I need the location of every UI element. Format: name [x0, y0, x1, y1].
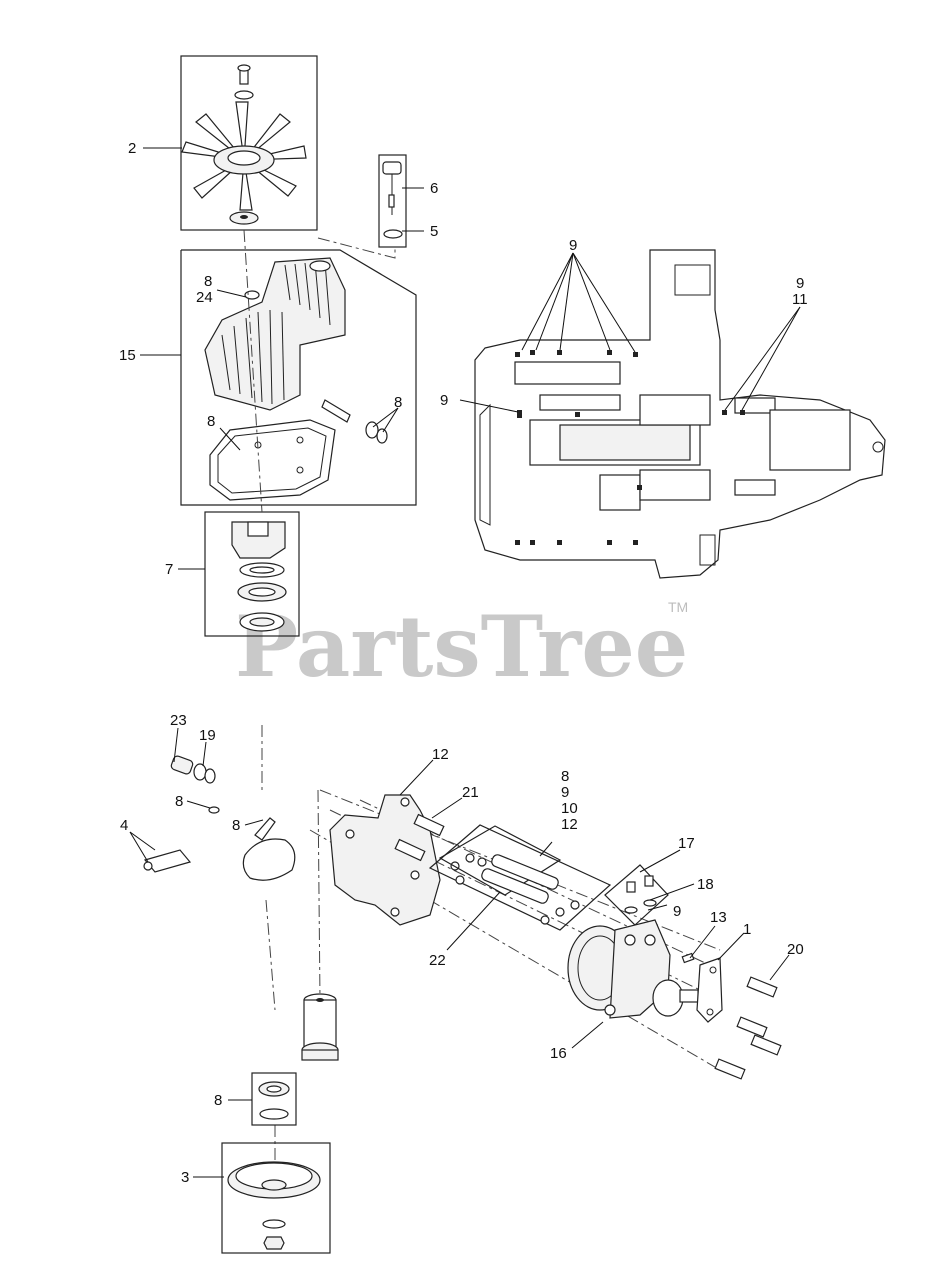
- callout-23: 23: [170, 712, 187, 729]
- callout-8a: 8: [204, 273, 212, 290]
- callout-8c: 8: [394, 394, 402, 411]
- callout-15: 15: [119, 347, 136, 364]
- callout-12a: 12: [432, 746, 449, 763]
- callout-20: 20: [787, 941, 804, 958]
- top-centerline: [243, 229, 263, 513]
- housing-assembly-box: [180, 249, 417, 506]
- filter-cylinder: [301, 993, 339, 1061]
- callout-6: 6: [430, 180, 438, 197]
- callout-7: 7: [165, 561, 173, 578]
- pulley-box: [221, 1142, 331, 1254]
- callout-9e: 9: [673, 903, 681, 920]
- bolt-washer-box: [604, 864, 669, 926]
- callout-9b: 9: [796, 275, 804, 292]
- callout-17: 17: [678, 835, 695, 852]
- callout-8b: 8: [207, 413, 215, 430]
- trademark-symbol: TM: [668, 599, 688, 615]
- callout-8g: 8: [214, 1092, 222, 1109]
- callout-16: 16: [550, 1045, 567, 1062]
- callout-22: 22: [429, 952, 446, 969]
- callout-9d: 9: [561, 784, 569, 801]
- callout-4: 4: [120, 817, 128, 834]
- callout-13: 13: [710, 909, 727, 926]
- callout-8d: 8: [175, 793, 183, 810]
- cooling-fins: [221, 261, 331, 405]
- lower-bearing-box: [251, 1072, 297, 1126]
- oring-gasket: [242, 817, 296, 881]
- callout-9c: 9: [440, 392, 448, 409]
- watermark-text: PartsTree: [235, 597, 688, 696]
- bearing-box: [204, 511, 300, 637]
- callout-labels: 2 6 5 8 24 15 8 8 7 9 9 11 9 23 19 8 4 8…: [119, 140, 808, 1186]
- callout-8e: 8: [232, 817, 240, 834]
- callout-1: 1: [743, 921, 751, 938]
- valve-fitting: [170, 755, 220, 814]
- transmission-cross-section: [474, 249, 886, 579]
- callout-9a: 9: [569, 237, 577, 254]
- callout-12b: 12: [561, 816, 578, 833]
- callout-5: 5: [430, 223, 438, 240]
- callout-8f: 8: [561, 768, 569, 785]
- key-plate-bolts: [681, 952, 782, 1080]
- pins-box: [428, 824, 612, 931]
- leader-lines: [129, 147, 801, 1178]
- callout-21: 21: [462, 784, 479, 801]
- callout-3: 3: [181, 1169, 189, 1186]
- callout-2: 2: [128, 140, 136, 157]
- callout-24: 24: [196, 289, 213, 306]
- pistons-box: [438, 825, 562, 904]
- callout-11: 11: [792, 291, 808, 308]
- center-housing: [329, 794, 445, 926]
- fan-assembly-box: [180, 55, 318, 231]
- bypass-lever: [143, 849, 192, 873]
- hydraulic-pump: [567, 919, 699, 1019]
- callout-10: 10: [561, 800, 578, 817]
- dipstick-box: [378, 154, 407, 248]
- dipstick-centerline: [317, 237, 396, 259]
- callout-18: 18: [697, 876, 714, 893]
- callout-19: 19: [199, 727, 216, 744]
